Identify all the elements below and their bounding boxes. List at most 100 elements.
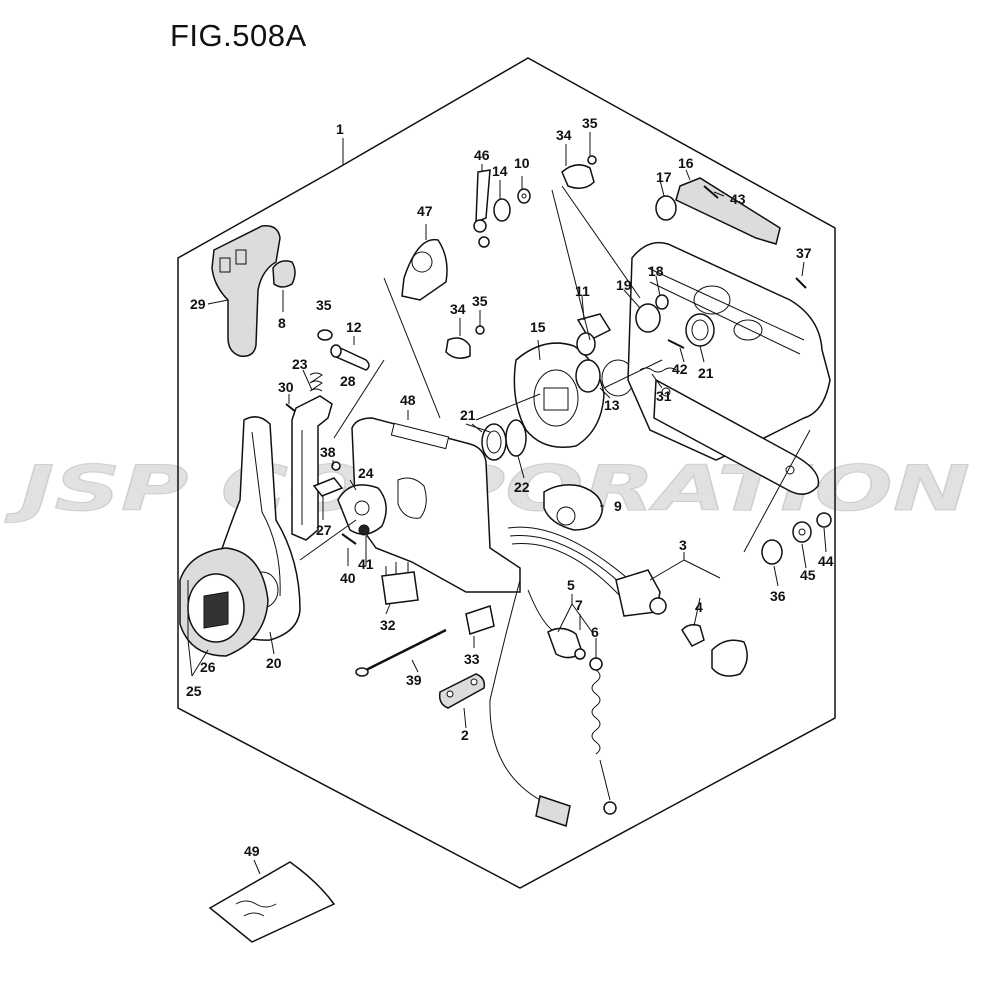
callout-3: 3 <box>679 537 687 553</box>
callout-19: 19 <box>616 277 632 293</box>
assembly-guide-lines <box>299 185 811 561</box>
callout-34b: 34 <box>450 301 466 317</box>
part-6-lanyard-cord <box>589 657 617 815</box>
callout-39: 39 <box>406 672 422 688</box>
part-32-clip <box>381 562 419 605</box>
callout-7: 7 <box>575 597 583 613</box>
part-47-bracket <box>401 238 448 301</box>
callout-49: 49 <box>244 843 260 859</box>
part-11-pin <box>576 313 612 356</box>
part-10-washer <box>517 188 531 204</box>
callout-31: 31 <box>656 388 672 404</box>
callout-40: 40 <box>340 570 356 586</box>
part-23-bracket <box>291 395 333 541</box>
callout-33: 33 <box>464 651 480 667</box>
callout-labels: 1 29 8 35 12 23 28 30 48 38 24 27 40 41 … <box>186 115 834 859</box>
part-9-buzzer <box>543 484 603 531</box>
part-19-gear-small <box>635 303 661 333</box>
callout-17: 17 <box>656 169 672 185</box>
callout-37: 37 <box>796 245 812 261</box>
callout-35b: 35 <box>582 115 598 131</box>
part-12-pin <box>330 344 370 371</box>
callout-11: 11 <box>575 283 590 299</box>
part-5-switch <box>547 627 586 660</box>
callout-8: 8 <box>278 315 286 331</box>
callout-45: 45 <box>800 567 816 583</box>
callout-30: 30 <box>278 379 294 395</box>
callout-34a: 34 <box>556 127 572 143</box>
callout-21a: 21 <box>460 407 476 423</box>
callout-44: 44 <box>818 553 834 569</box>
part-22-spacer <box>505 419 527 457</box>
part-48-housing <box>351 417 521 593</box>
callout-35a: 35 <box>316 297 332 313</box>
part-16-bar <box>675 177 781 245</box>
callout-46: 46 <box>474 147 490 163</box>
callout-43: 43 <box>730 191 746 207</box>
part-34-pivot-upper <box>561 164 595 189</box>
callout-20: 20 <box>266 655 282 671</box>
part-17-ring <box>655 195 677 221</box>
right-cover-assembly <box>627 241 831 495</box>
callout-41: 41 <box>358 556 374 572</box>
callout-28: 28 <box>340 373 356 389</box>
callout-38: 38 <box>320 444 336 460</box>
connector-plug <box>535 795 571 827</box>
part-45-washer <box>792 521 812 543</box>
callout-14: 14 <box>492 163 508 179</box>
part-40-screw <box>341 533 357 545</box>
part-37-screw <box>795 277 807 289</box>
part-39-bolt <box>355 628 447 677</box>
callout-27: 27 <box>316 522 332 538</box>
part-3-key-switch <box>615 569 667 617</box>
part-42-screw <box>667 339 685 349</box>
part-13-bushing <box>575 359 635 397</box>
part-35-washer-left <box>317 329 333 341</box>
part-4-key <box>681 623 748 677</box>
callout-15: 15 <box>530 319 546 335</box>
callout-5: 5 <box>567 577 575 593</box>
part-34-pivot-lower <box>445 337 471 359</box>
part-29-grip <box>211 225 281 358</box>
callout-2: 2 <box>461 727 469 743</box>
part-28-spring <box>309 372 323 392</box>
callout-10: 10 <box>514 155 530 171</box>
callout-47: 47 <box>417 203 433 219</box>
part-35-clip-lower <box>475 325 485 335</box>
callout-6: 6 <box>591 624 599 640</box>
callout-36: 36 <box>770 588 786 604</box>
part-26-emblem <box>203 591 229 629</box>
callout-18: 18 <box>648 263 664 279</box>
wiring-harness <box>489 526 633 827</box>
part-15-gear <box>513 342 605 448</box>
part-43-screw <box>703 185 719 199</box>
part-38-ball <box>331 461 341 471</box>
callout-leaders <box>187 132 827 875</box>
figure-title: FIG.508A <box>170 18 307 53</box>
part-18-washer <box>655 294 669 310</box>
part-27-detent <box>312 477 344 497</box>
callout-12: 12 <box>346 319 362 335</box>
part-44-nut <box>816 512 832 528</box>
part-36-grommet <box>761 539 783 565</box>
part-35-clip-upper <box>587 155 597 165</box>
callout-4: 4 <box>695 599 703 615</box>
part-21-ring-left <box>481 423 507 461</box>
callout-23: 23 <box>292 356 308 372</box>
callout-13: 13 <box>604 397 620 413</box>
callout-26: 26 <box>200 659 216 675</box>
assembly-frame <box>177 57 836 889</box>
callout-35c: 35 <box>472 293 488 309</box>
callout-22: 22 <box>514 479 530 495</box>
callout-25: 25 <box>186 683 202 699</box>
callout-16: 16 <box>678 155 694 171</box>
part-8-cap <box>272 260 296 288</box>
part-2-plate <box>438 673 486 709</box>
callout-24: 24 <box>358 465 374 481</box>
part-41-nut <box>358 524 370 536</box>
callout-9: 9 <box>614 498 622 514</box>
callout-32: 32 <box>380 617 396 633</box>
callout-21b: 21 <box>698 365 714 381</box>
part-33-block <box>465 605 495 635</box>
